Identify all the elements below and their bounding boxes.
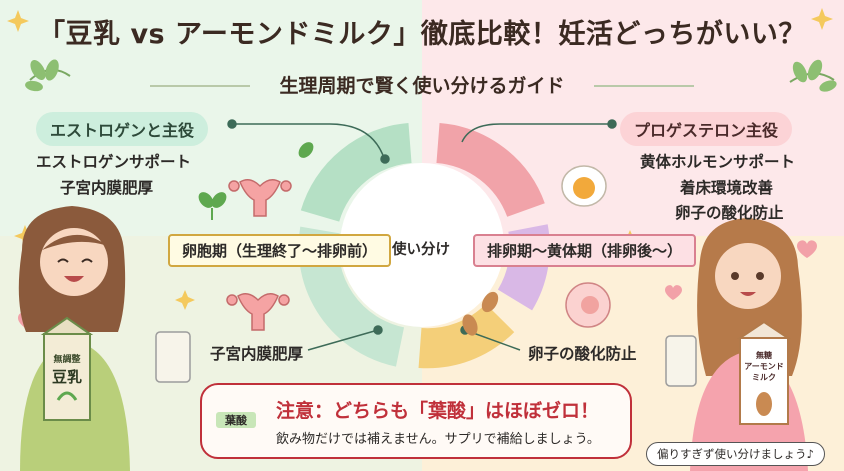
page-subtitle: 生理周期で賢く使い分けるガイド	[279, 75, 565, 97]
soy-milk-carton-icon	[40, 316, 94, 421]
subtitle-rule-left	[150, 85, 250, 87]
uterus-icon	[228, 179, 292, 217]
warning-subtitle: 飲み物だけでは補えません。サプリで補給しましょう。	[276, 432, 600, 447]
uterus-icon-small	[226, 293, 290, 331]
progesterone-line-2: 着床環境改善	[680, 179, 774, 197]
milk-glass-icon	[155, 331, 191, 383]
almond-carton-label-2: アーモンド	[744, 362, 784, 371]
progesterone-role-pill: プロゲステロン主役	[620, 112, 793, 146]
soy-carton-label-2: 豆乳	[51, 368, 82, 386]
leaf-branch-left-icon	[25, 59, 71, 92]
cycle-center-disc	[340, 163, 504, 327]
page-title: 「豆乳 vs アーモンドミルク」徹底比較！妊活どっちがいい？	[38, 19, 806, 50]
estrogen-role-pill: エストロゲンと主役	[36, 112, 209, 146]
almond-milk-carton-icon	[736, 320, 792, 425]
estrogen-line-2: 子宮内膜肥厚	[60, 179, 154, 197]
speech-bubble: 偏りすぎず使い分けましょう♪	[646, 442, 825, 466]
milk-glass-right-icon	[665, 335, 697, 387]
almond-icon	[462, 291, 499, 336]
left-bottom-label: 子宮内膜肥厚	[210, 345, 304, 363]
progesterone-line-3: 卵子の酸化防止	[675, 204, 784, 222]
subtitle-rule-right	[594, 85, 694, 87]
soy-carton-label-1: 無調整	[53, 355, 81, 365]
warning-box	[200, 383, 632, 459]
sprout-icon	[198, 142, 314, 220]
estrogen-line-1: エストロゲンサポート	[36, 153, 192, 171]
folic-acid-icon-label: 葉酸	[216, 412, 256, 428]
embryo-icon	[565, 282, 611, 328]
egg-icon	[561, 165, 607, 207]
almond-carton-label-3: ミルク	[752, 373, 776, 382]
luteal-phase-label: 排卵期〜黄体期（排卵後〜）	[473, 234, 697, 267]
follicular-phase-label: 卵胞期（生理終了〜排卵前）	[168, 234, 392, 267]
leaf-branch-right-icon	[789, 59, 837, 92]
almond-carton-label-1: 無糖	[756, 351, 772, 360]
right-bottom-label: 卵子の酸化防止	[528, 345, 637, 363]
connector-lines	[227, 119, 617, 351]
cycle-center-label: 使い分け	[392, 242, 450, 258]
warning-title: 注意：どちらも「葉酸」はほぼゼロ！	[276, 400, 600, 422]
progesterone-line-1: 黄体ホルモンサポート	[640, 153, 796, 171]
